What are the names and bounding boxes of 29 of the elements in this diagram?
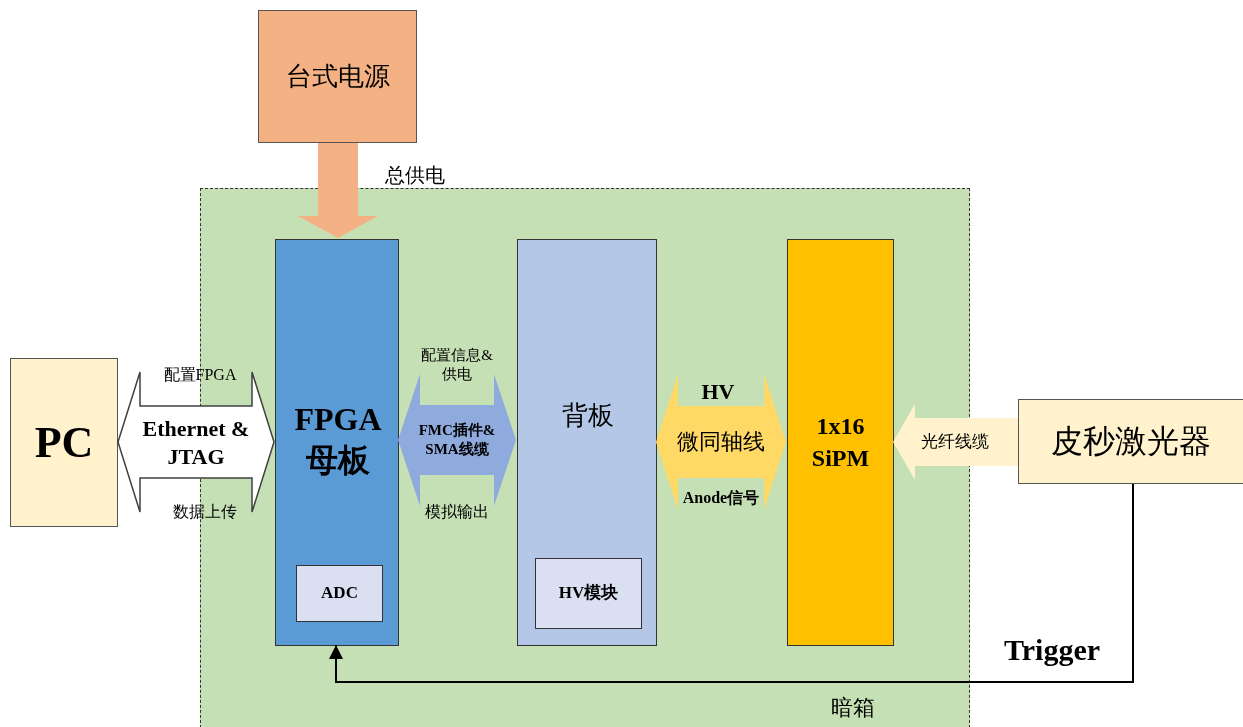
power-supply-box: 台式电源	[258, 10, 417, 143]
annotation-text: HV	[700, 378, 736, 406]
annotation-text: 模拟输出	[424, 502, 490, 522]
edge-label: FMC插件& SMA线缆	[417, 421, 497, 459]
annotation-text: 数据上传	[172, 502, 238, 522]
board-title: FPGA 母板	[293, 399, 383, 481]
module-box: HV模块	[535, 558, 642, 629]
edge-label: 微同轴线	[676, 428, 766, 456]
block-arrow	[298, 143, 378, 238]
annotation-text: Anode信号	[681, 488, 761, 508]
block-arrow	[893, 404, 1018, 480]
annotation-text: 总供电	[384, 162, 446, 188]
board-title: 背板	[561, 399, 615, 432]
arrow	[329, 483, 1134, 683]
module-box: ADC	[296, 565, 383, 622]
laser-box: 皮秒激光器	[1018, 399, 1243, 484]
annotation-text: 配置FPGA	[162, 365, 238, 385]
edge-label: 光纤线缆	[920, 431, 990, 453]
board-box	[275, 239, 399, 646]
region-title: 暗箱	[831, 694, 875, 722]
annotation-text: 配置信息& 供电	[420, 346, 494, 384]
computer-box: PC	[10, 358, 118, 527]
board-box	[517, 239, 657, 646]
detector-box: 1x16 SiPM	[787, 239, 894, 646]
block-arrow	[398, 374, 516, 506]
edge-label: Trigger	[1004, 632, 1101, 669]
edge-label: Ethernet & JTAG	[141, 414, 251, 470]
block-arrow	[117, 371, 275, 513]
block-arrow	[656, 374, 786, 510]
